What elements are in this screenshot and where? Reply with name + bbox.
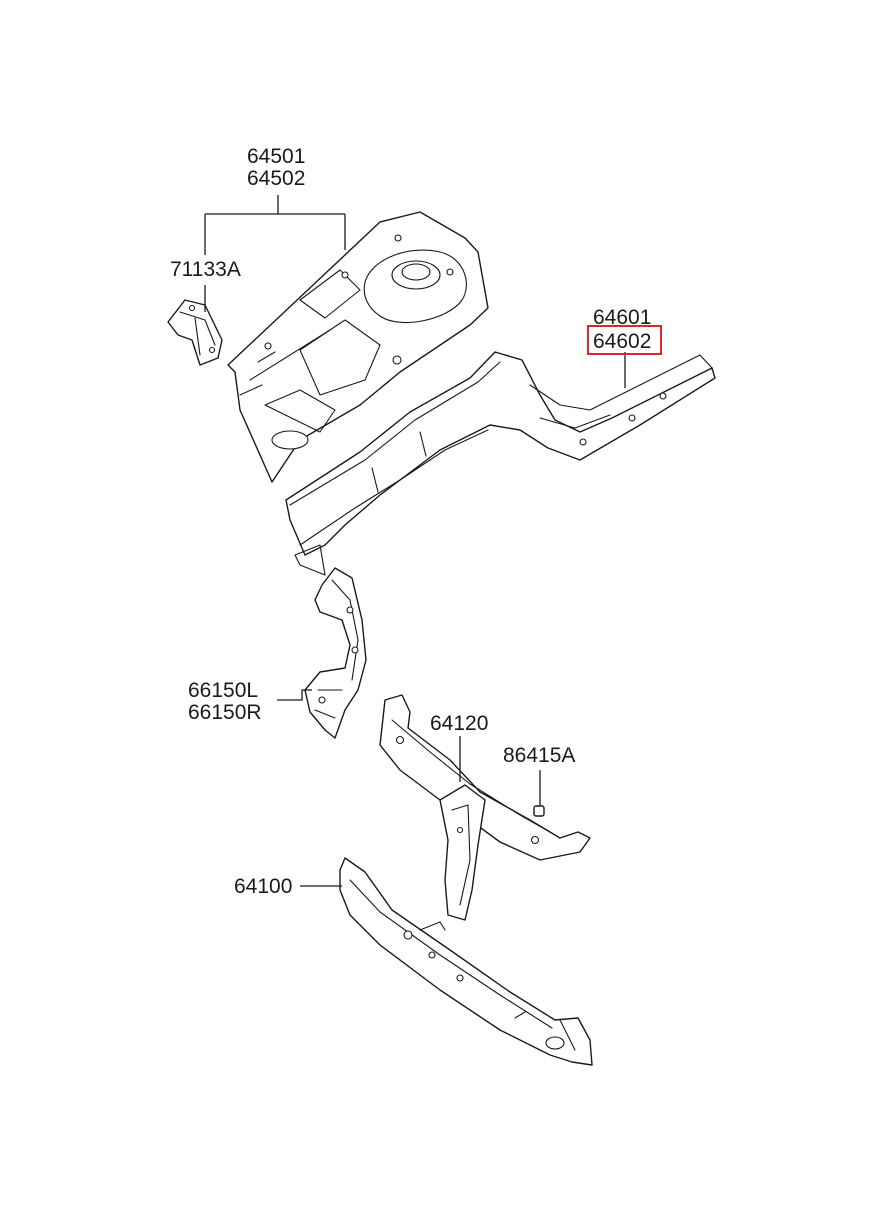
- part-64100-lower-member[interactable]: [339, 857, 593, 1066]
- label-71133A: 71133A: [170, 258, 241, 281]
- label-66150R: 66150R: [188, 701, 262, 724]
- label-64501: 64501: [247, 145, 305, 168]
- label-64120: 64120: [430, 712, 488, 735]
- part-64501-apron-assembly[interactable]: [227, 211, 716, 576]
- part-66150-pillar[interactable]: [304, 567, 367, 739]
- label-64502: 64502: [247, 167, 305, 190]
- label-64602[interactable]: 64602: [593, 330, 651, 353]
- highlight-box: [587, 325, 662, 355]
- part-64120-upper-member[interactable]: [379, 694, 591, 921]
- part-71133A-bracket[interactable]: [167, 299, 223, 366]
- part-86415A-clip[interactable]: [533, 805, 545, 817]
- label-86415A: 86415A: [503, 744, 575, 767]
- label-64601: 64601: [593, 306, 651, 329]
- leader-lines: [204, 195, 626, 887]
- label-64100: 64100: [234, 875, 292, 898]
- label-66150L: 66150L: [188, 679, 258, 702]
